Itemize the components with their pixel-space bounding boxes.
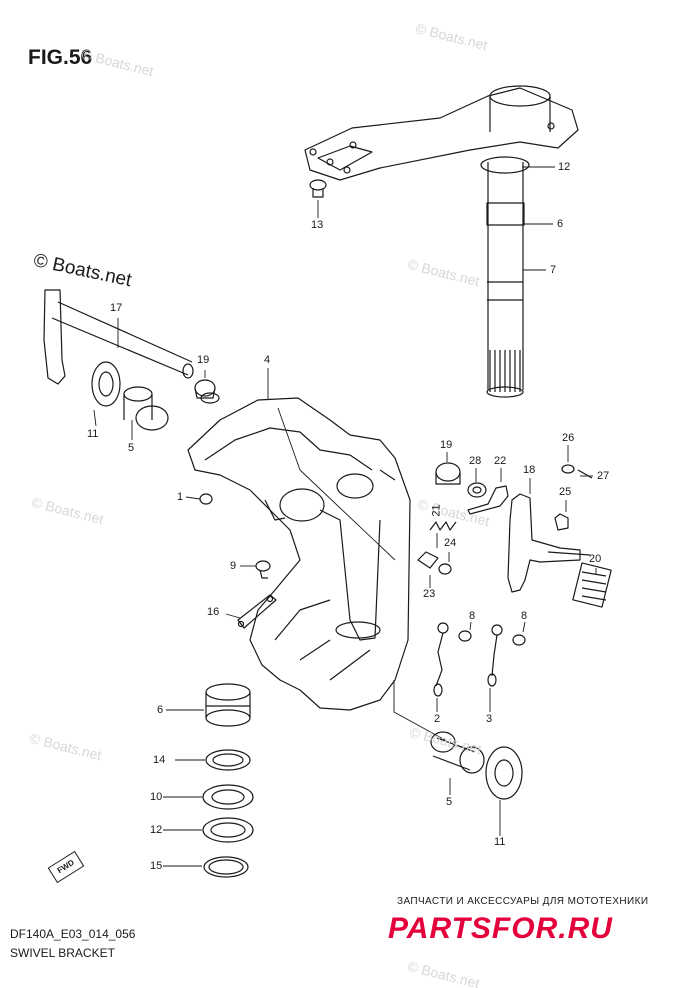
- callout-14: 14: [153, 754, 166, 766]
- steering-shaft: [480, 156, 530, 398]
- callout-5: 5: [128, 442, 135, 454]
- leader-lines: [93, 166, 597, 867]
- callout-19-right: 19: [440, 439, 453, 451]
- callout-23: 23: [423, 588, 436, 600]
- callout-8-right: 8: [521, 610, 528, 622]
- callout-7: 7: [550, 264, 557, 276]
- screw-8-right: [512, 634, 526, 646]
- screw-24: [438, 563, 452, 575]
- callout-4: 4: [264, 354, 271, 366]
- tilt-rod: [43, 289, 194, 385]
- callout-5-lower: 5: [446, 796, 453, 808]
- callout-25: 25: [559, 486, 572, 498]
- callout-9: 9: [230, 560, 237, 572]
- bolt-1: [199, 493, 213, 505]
- ground-wire-2: [433, 622, 449, 697]
- washer-14: [205, 749, 251, 771]
- callout-11: 11: [87, 428, 99, 440]
- callout-20: 20: [589, 553, 602, 565]
- washer-11-upper: [91, 361, 121, 407]
- callout-15: 15: [150, 860, 163, 872]
- callout-28: 28: [469, 455, 482, 467]
- screw-13: [309, 179, 327, 198]
- callout-2: 2: [434, 713, 441, 725]
- diagram-name: SWIVEL BRACKET: [10, 946, 115, 960]
- plate-23: [417, 551, 439, 569]
- callout-10: 10: [150, 791, 163, 803]
- callout-12-lower: 12: [150, 824, 163, 836]
- pin-27: [577, 469, 593, 479]
- callout-18: 18: [523, 464, 536, 476]
- steering-arm: [304, 85, 579, 181]
- pad-20: [572, 562, 612, 608]
- bushing-5-upper: [123, 386, 169, 431]
- shop-logo: PARTSFOR.RU: [388, 912, 613, 945]
- spring-21: [429, 521, 457, 531]
- callout-22: 22: [494, 455, 507, 467]
- bushing-5-lower: [430, 731, 485, 774]
- swivel-bracket-body: [187, 397, 411, 711]
- link-16: [237, 594, 277, 629]
- cap-25: [554, 513, 569, 531]
- callout-11-lower: 11: [494, 836, 506, 848]
- callout-26: 26: [562, 432, 575, 444]
- washer-10: [202, 784, 254, 810]
- callout-6: 6: [557, 218, 564, 230]
- shop-tagline: ЗАПЧАСТИ И АКСЕССУАРЫ ДЛЯ МОТОТЕХНИКИ: [397, 896, 649, 907]
- bolt-9: [255, 560, 271, 579]
- bushing-6-lower: [205, 683, 251, 727]
- callout-24: 24: [444, 537, 457, 549]
- callout-8-left: 8: [469, 610, 476, 622]
- callout-16: 16: [207, 606, 220, 618]
- lever-18: [507, 493, 591, 593]
- callout-19: 19: [197, 354, 210, 366]
- bushing-19-right: [435, 462, 461, 485]
- bushing-19-upper: [194, 379, 220, 404]
- circlip-15: [203, 856, 249, 878]
- spring-28: [467, 482, 487, 498]
- callout-6-lower: 6: [157, 704, 164, 716]
- figure-title: FIG.56: [28, 46, 93, 69]
- callout-13: 13: [311, 219, 324, 231]
- callout-3: 3: [486, 713, 493, 725]
- callout-12: 12: [558, 161, 571, 173]
- callout-21: 21: [430, 504, 443, 517]
- callout-17: 17: [110, 302, 123, 314]
- washer-26: [561, 464, 575, 474]
- callout-1: 1: [177, 491, 184, 503]
- diagram-code: DF140A_E03_014_056: [10, 927, 136, 941]
- washer-12: [202, 817, 254, 843]
- screw-8-left: [458, 630, 472, 642]
- washer-11-lower: [485, 746, 523, 800]
- ground-wire-3: [487, 624, 503, 687]
- callout-27: 27: [597, 470, 610, 482]
- clip-22: [467, 485, 509, 515]
